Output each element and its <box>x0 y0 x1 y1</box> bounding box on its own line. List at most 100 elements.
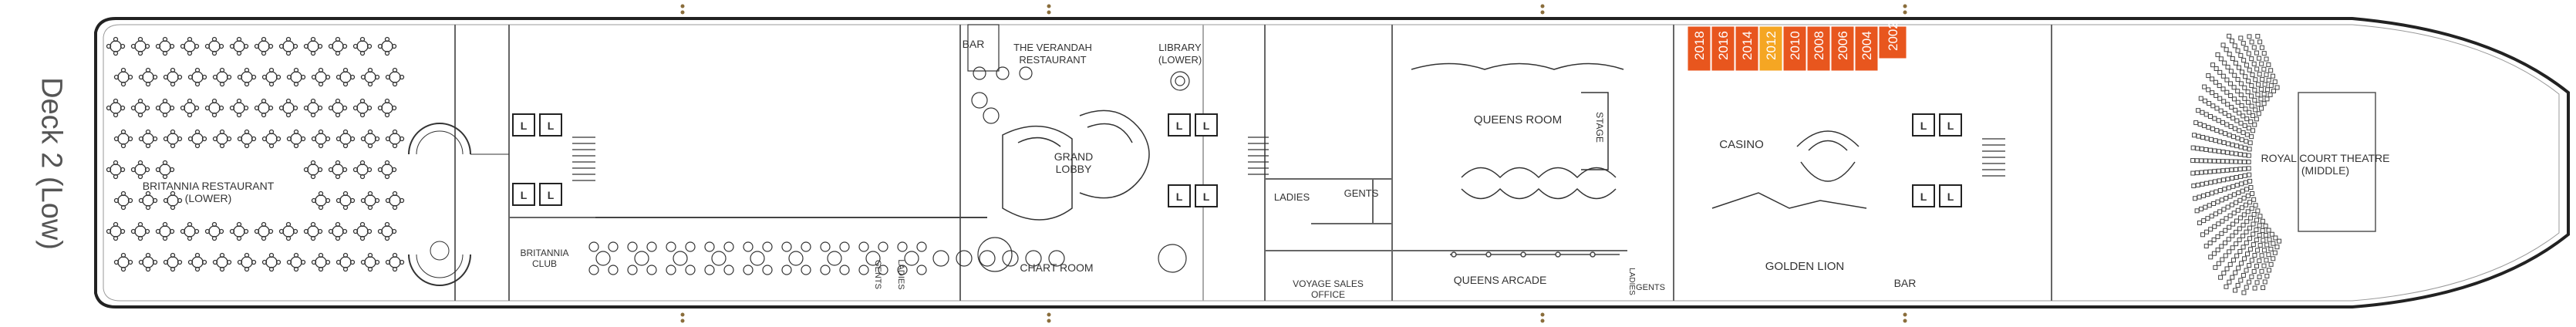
theatre-seat <box>2190 145 2196 150</box>
theatre-seat <box>2274 85 2280 90</box>
cabin-2018[interactable] <box>1687 25 1711 72</box>
theatre-seat <box>2238 174 2244 179</box>
theatre-seat <box>2249 56 2254 62</box>
dining-table <box>204 98 224 118</box>
cabin-2002[interactable] <box>1878 25 1907 59</box>
svg-text:L: L <box>1920 190 1927 203</box>
dining-table <box>254 221 274 241</box>
theatre-seat <box>2229 202 2234 207</box>
theatre-seat <box>2200 135 2206 140</box>
grand-lobby-stairs <box>1002 110 1150 221</box>
theatre-seat <box>2264 96 2270 102</box>
ladies-right-label: LADIES <box>1627 268 1636 295</box>
theatre-seat <box>2255 33 2261 39</box>
theatre-seat <box>2257 233 2262 238</box>
theatre-seat <box>2205 192 2210 197</box>
theatre-seat <box>2233 60 2238 66</box>
lounge-table <box>827 251 842 266</box>
theatre-seat <box>2230 233 2235 238</box>
theatre-seat <box>2277 238 2282 244</box>
theatre-seat <box>2214 106 2220 111</box>
lounge-chair <box>588 265 599 275</box>
theatre-seat <box>2247 178 2253 184</box>
cabin-2012[interactable] <box>1758 25 1783 72</box>
theatre-seat <box>2233 288 2238 293</box>
theatre-seat <box>2270 73 2275 79</box>
theatre-seat <box>2216 158 2221 164</box>
dining-table <box>377 98 397 118</box>
theatre-seat <box>2245 193 2251 198</box>
frame-markers <box>680 4 1907 323</box>
dining-table <box>138 252 158 272</box>
cabin-2010[interactable] <box>1782 25 1807 72</box>
bar-top-label: BAR <box>963 38 985 50</box>
lifts-right <box>1912 113 1962 207</box>
theatre-seat <box>2273 235 2278 241</box>
theatre-seat <box>2220 73 2226 79</box>
theatre-seat <box>2234 218 2240 224</box>
theatre-seat <box>2251 128 2256 133</box>
theatre-seat <box>2224 159 2230 164</box>
dining-table <box>335 129 356 149</box>
theatre-seat <box>2230 176 2235 181</box>
dining-table <box>328 36 348 56</box>
theatre-seat <box>2211 237 2217 242</box>
theatre-seat <box>2247 225 2253 231</box>
theatre-seat <box>2224 216 2229 221</box>
cabin-2006[interactable] <box>1830 25 1855 72</box>
theatre-seat <box>2217 96 2223 101</box>
theatre-seat <box>2250 190 2255 196</box>
theatre-seat <box>2235 282 2241 288</box>
svg-text:L: L <box>521 189 528 201</box>
theatre-seat <box>2213 138 2218 143</box>
cabin-number: 2012 <box>1764 31 1779 60</box>
theatre-seat <box>2257 223 2262 228</box>
theatre-seat <box>2221 207 2227 212</box>
library-sublabel: (LOWER) <box>1158 54 1202 66</box>
theatre-seat <box>2200 110 2205 115</box>
theatre-seat <box>2221 177 2227 183</box>
cabin-2014[interactable] <box>1735 25 1759 72</box>
theatre-seat <box>2271 241 2276 246</box>
theatre-seat <box>2217 178 2222 184</box>
cabin-2004[interactable] <box>1854 25 1879 72</box>
dining-table <box>286 67 306 87</box>
theatre-seat <box>2247 147 2252 152</box>
theatre-seat <box>2253 107 2258 113</box>
theatre-seat <box>2194 158 2200 164</box>
theatre-seat <box>2272 250 2278 255</box>
theatre-seat <box>2247 215 2253 221</box>
theatre-seat <box>2197 122 2203 127</box>
dining-table <box>106 36 126 56</box>
cabin-2016[interactable] <box>1711 25 1735 72</box>
theatre-seat <box>2268 246 2274 251</box>
theatre-seat <box>2227 279 2232 285</box>
dining-table <box>155 98 175 118</box>
theatre-seat <box>2205 216 2210 221</box>
theatre-seat <box>2218 275 2224 280</box>
theatre-seat <box>2239 205 2244 211</box>
dining-table <box>155 36 175 56</box>
lounge-table <box>788 251 804 266</box>
cabin-2008[interactable] <box>1806 25 1831 72</box>
lounge-chair <box>916 241 927 252</box>
dining-table <box>155 221 175 241</box>
theatre-seat <box>2231 85 2237 90</box>
theatre-seat <box>2221 140 2227 146</box>
theatre-seat <box>2213 265 2218 270</box>
theatre-seat <box>2228 69 2234 74</box>
dining-table <box>180 98 200 118</box>
lounge-chair <box>608 241 619 252</box>
theatre-seat <box>2254 66 2260 72</box>
lounge-chair <box>627 241 638 252</box>
theatre-seat <box>2267 237 2272 242</box>
dining-table <box>311 67 331 87</box>
theatre-seat <box>2238 52 2244 58</box>
theatre-seat <box>2202 84 2207 89</box>
lounge-chair <box>820 265 831 275</box>
theatre-seat <box>2251 242 2256 248</box>
theatre-seat <box>2261 248 2267 253</box>
theatre-seat <box>2225 204 2230 210</box>
theatre-seat <box>2241 244 2246 250</box>
theatre-seat <box>2235 99 2241 105</box>
